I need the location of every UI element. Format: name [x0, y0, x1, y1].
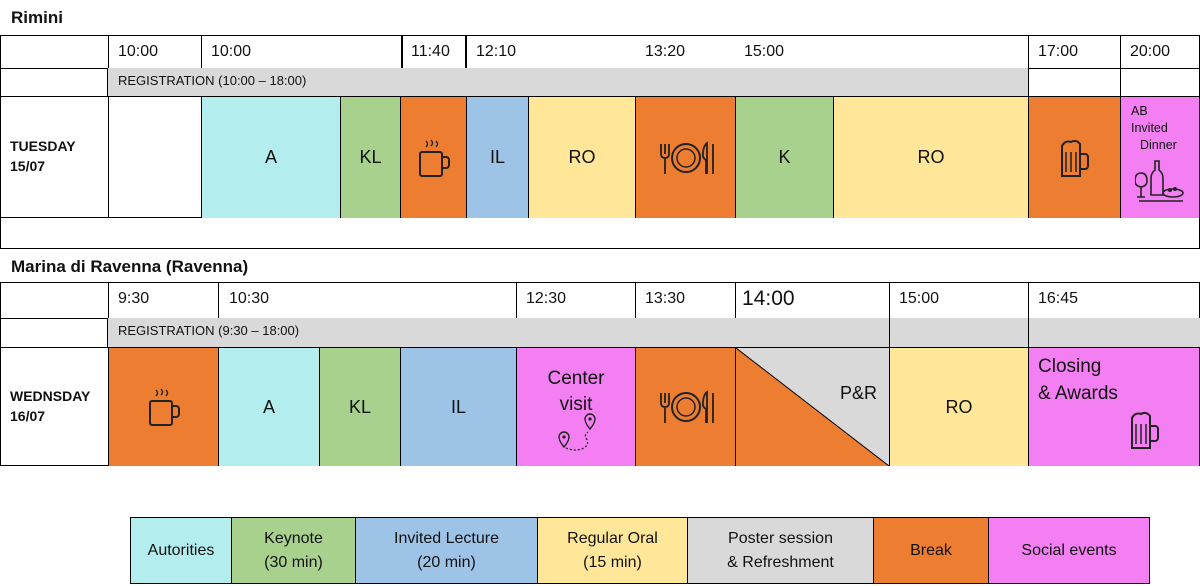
ravenna-poster-refreshment: P&R	[736, 348, 890, 466]
rimini-session-il: IL	[467, 97, 529, 218]
rimini-time-2: 10:00	[211, 43, 252, 60]
ravenna-pr-label: P&R	[840, 383, 878, 403]
wine-dinner-icon	[1135, 159, 1185, 205]
meal-icon	[656, 389, 716, 425]
rimini-time-3: 11:40	[411, 43, 450, 60]
ravenna-time-7: 16:45	[1038, 290, 1079, 307]
rimini-session-il-label: IL	[489, 147, 505, 167]
ravenna-session-a: A	[219, 348, 320, 466]
legend-label-poster-session: Poster session & Refreshment	[727, 529, 834, 571]
legend: Autorities Keynote (30 min) Invited Lect…	[130, 517, 1150, 584]
beer-icon	[1128, 410, 1162, 450]
rimini-time-5: 13:20	[645, 43, 686, 60]
ravenna-header-frame	[0, 218, 1200, 249]
legend-item-regular-oral: Regular Oral (15 min)	[537, 518, 687, 583]
ravenna-day-name: WEDNSDAY	[10, 388, 91, 404]
legend-label-keynote: Keynote (30 min)	[264, 529, 323, 571]
venue-title-rimini: Rimini	[11, 8, 63, 27]
rimini-social-dinner: AB Invited Dinner	[1121, 97, 1199, 218]
ravenna-session-ro: RO	[890, 348, 1029, 466]
ravenna-closing-awards: Closing & Awards	[1029, 348, 1199, 466]
ravenna-coffee-break	[109, 348, 219, 466]
legend-label-autorities: Autorities	[147, 541, 215, 559]
legend-item-break: Break	[873, 518, 988, 583]
rimini-day-date: 15/07	[10, 158, 46, 174]
ravenna-session-il: IL	[401, 348, 517, 466]
rimini-session-kl-label: KL	[359, 147, 382, 167]
rimini-session-k: K	[736, 97, 834, 218]
ravenna-session-kl-label: KL	[348, 396, 372, 417]
rimini-coffee-break	[401, 97, 467, 218]
ravenna-visit-line-2: visit	[559, 394, 593, 415]
rimini-time-4: 12:10	[476, 43, 517, 60]
legend-label-regular-oral: Regular Oral (15 min)	[567, 529, 658, 571]
rimini-day-name: TUESDAY	[10, 138, 76, 154]
rimini-time-6: 15:00	[744, 43, 785, 60]
ravenna-time-1: 9:30	[118, 290, 150, 307]
legend-label-break: Break	[910, 541, 952, 559]
beer-icon	[1058, 138, 1092, 178]
rimini-session-ro2-label: RO	[917, 147, 945, 167]
rimini-dinner-line-2: Invited	[1131, 121, 1168, 135]
rimini-session-a-label: A	[264, 147, 277, 167]
rimini-session-ro1-label: RO	[568, 147, 596, 167]
rimini-time-1: 10:00	[118, 43, 159, 60]
ravenna-registration-bar: REGISTRATION (9:30 – 18:00)	[108, 318, 1200, 348]
ravenna-time-6: 15:00	[899, 290, 940, 307]
coffee-icon	[417, 138, 451, 178]
rimini-lunch-break	[636, 97, 736, 218]
rimini-registration-label: REGISTRATION (10:00 – 18:00)	[118, 73, 307, 88]
location-route-icon	[557, 412, 597, 454]
ravenna-lunch-break	[636, 348, 736, 466]
ravenna-time-3: 12:30	[526, 290, 567, 307]
rimini-session-kl: KL	[341, 97, 401, 218]
legend-item-autorities: Autorities	[131, 518, 231, 583]
ravenna-registration-label: REGISTRATION (9:30 – 18:00)	[118, 323, 300, 338]
coffee-icon	[147, 387, 181, 427]
rimini-session-ro2: RO	[834, 97, 1029, 218]
legend-item-keynote: Keynote (30 min)	[231, 518, 355, 583]
ravenna-time-2: 10:30	[229, 290, 270, 307]
rimini-session-a: A	[202, 97, 341, 218]
rimini-dinner-line-3: Dinner	[1140, 138, 1177, 152]
legend-item-social-events: Social events	[988, 518, 1149, 583]
rimini-evening-break	[1029, 97, 1121, 218]
rimini-time-row	[0, 35, 1200, 68]
ravenna-visit-line-1: Center	[547, 368, 605, 389]
legend-label-social-events: Social events	[1021, 541, 1117, 559]
rimini-day-label: TUESDAY 15/07	[10, 136, 76, 176]
ravenna-session-il-label: IL	[450, 396, 466, 417]
rimini-time-8: 20:00	[1130, 43, 1171, 60]
rimini-session-k-label: K	[778, 147, 791, 167]
ravenna-center-visit: Center visit	[517, 348, 636, 466]
rimini-session-ro1: RO	[529, 97, 636, 218]
ravenna-day-label: WEDNSDAY 16/07	[10, 386, 90, 426]
ravenna-session-a-label: A	[262, 396, 275, 417]
ravenna-time-4: 13:30	[645, 290, 686, 307]
ravenna-time-5: 14:00	[742, 287, 795, 310]
legend-item-poster-session: Poster session & Refreshment	[687, 518, 873, 583]
legend-item-invited-lecture: Invited Lecture (20 min)	[355, 518, 537, 583]
legend-label-invited-lecture: Invited Lecture (20 min)	[394, 529, 499, 571]
meal-icon	[656, 140, 716, 176]
rimini-registration-bar: REGISTRATION (10:00 – 18:00)	[108, 68, 1029, 97]
venue-title-ravenna: Marina di Ravenna (Ravenna)	[11, 257, 249, 276]
rimini-time-7: 17:00	[1038, 43, 1079, 60]
ravenna-day-date: 16/07	[10, 408, 46, 424]
ravenna-closing-line-2: & Awards	[1038, 383, 1118, 404]
rimini-dinner-line-1: AB	[1131, 104, 1148, 118]
ravenna-session-ro-label: RO	[945, 396, 973, 417]
ravenna-closing-line-1: Closing	[1038, 356, 1102, 377]
ravenna-session-kl: KL	[320, 348, 401, 466]
